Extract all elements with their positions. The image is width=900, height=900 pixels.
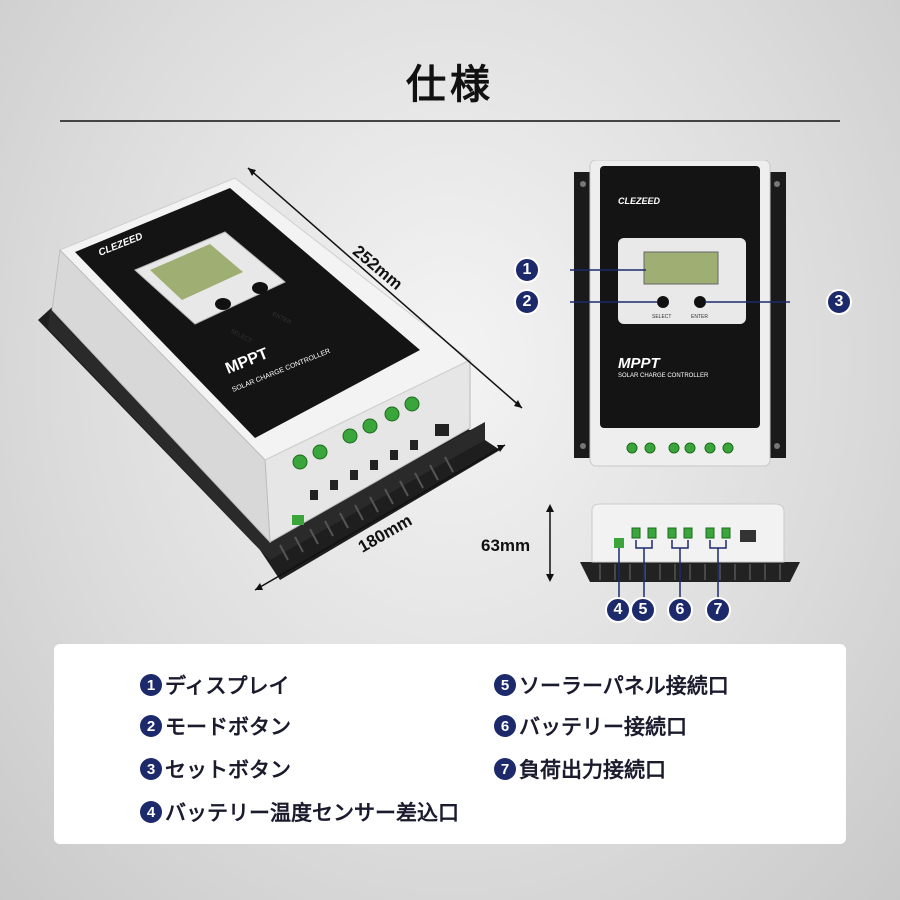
device-isometric-image: SELECT ENTER CLEZEED MPPT SOLAR CHARGE C… <box>38 167 523 591</box>
legend-number-badge: 4 <box>140 801 162 823</box>
callout-6: 6 <box>667 597 693 623</box>
legend-item-set-button: 3 セットボタン <box>140 754 291 784</box>
legend-number-badge: 1 <box>140 674 162 696</box>
legend-number-badge: 6 <box>494 715 516 737</box>
height-dimension-label: 63mm <box>481 536 531 555</box>
legend-label: バッテリー温度センサー差込口 <box>165 801 459 825</box>
legend-item-mode-button: 2 モードボタン <box>140 711 291 741</box>
legend-label: ソーラーパネル接続口 <box>519 674 729 698</box>
device-side-view-image <box>546 503 800 600</box>
callout-5: 5 <box>630 597 656 623</box>
legend-panel: 1 ディスプレイ 2 モードボタン 3 セットボタン 4 バッテリー温度センサー… <box>54 644 846 844</box>
svg-text:SOLAR CHARGE CONTROLLER: SOLAR CHARGE CONTROLLER <box>618 373 709 379</box>
page-title: 仕様 <box>406 62 494 108</box>
title-divider <box>60 120 840 122</box>
legend-item-load-port: 7 負荷出力接続口 <box>494 754 666 784</box>
legend-number-badge: 5 <box>494 674 516 696</box>
legend-number-badge: 7 <box>494 758 516 780</box>
callout-7: 7 <box>705 597 731 623</box>
legend-label: ディスプレイ <box>165 674 290 698</box>
legend-item-temp-sensor-port: 4 バッテリー温度センサー差込口 <box>140 797 459 827</box>
legend-item-solar-port: 5 ソーラーパネル接続口 <box>494 670 729 700</box>
legend-item-battery-port: 6 バッテリー接続口 <box>494 711 687 741</box>
legend-label: セットボタン <box>165 758 291 782</box>
legend-label: 負荷出力接続口 <box>519 758 666 782</box>
callout-2: 2 <box>514 289 540 315</box>
legend-label: モードボタン <box>165 715 291 739</box>
callout-3: 3 <box>826 289 852 315</box>
svg-text:SELECT: SELECT <box>652 314 671 320</box>
device-front-view-image: CLEZEED SELECT ENTER MPPT SOLAR CHARGE C… <box>570 160 790 467</box>
legend-label: バッテリー接続口 <box>519 715 687 739</box>
svg-text:MPPT: MPPT <box>618 355 662 372</box>
callout-4: 4 <box>605 597 631 623</box>
legend-number-badge: 2 <box>140 715 162 737</box>
legend-number-badge: 3 <box>140 758 162 780</box>
svg-text:CLEZEED: CLEZEED <box>618 196 661 206</box>
legend-item-display: 1 ディスプレイ <box>140 670 290 700</box>
callout-1: 1 <box>514 257 540 283</box>
svg-text:ENTER: ENTER <box>691 314 708 320</box>
